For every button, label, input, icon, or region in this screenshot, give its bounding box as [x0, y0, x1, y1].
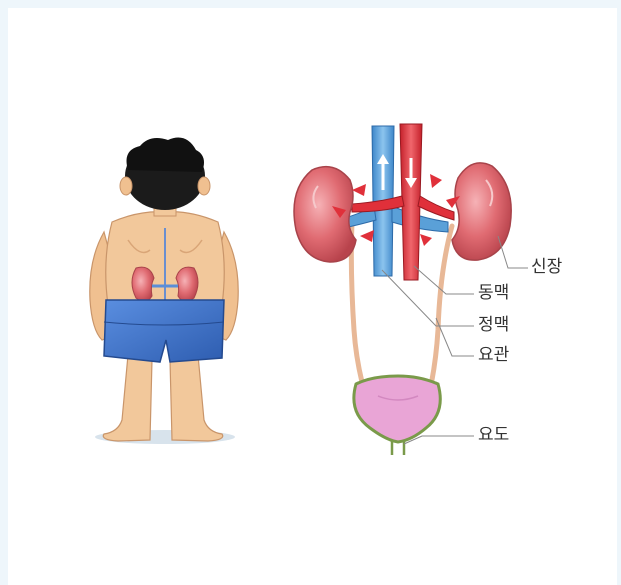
- label-vein: 정맥: [478, 317, 509, 334]
- right-ureter: [430, 226, 452, 390]
- label-kidney: 신장: [531, 259, 562, 276]
- label-ureter: 요관: [478, 347, 509, 364]
- label-artery: 동맥: [478, 285, 509, 302]
- right-kidney: [452, 163, 511, 260]
- back-right-kidney: [176, 267, 198, 301]
- bladder: [354, 376, 440, 442]
- left-kidney: [294, 167, 356, 262]
- right-leg: [170, 355, 223, 441]
- label-urethra: 요도: [478, 427, 509, 444]
- back-left-kidney: [132, 267, 154, 301]
- blue-shorts: [104, 300, 224, 362]
- boy-back-view: [90, 138, 238, 444]
- left-ear: [120, 177, 132, 195]
- right-ear: [198, 177, 210, 195]
- left-leg: [103, 355, 152, 441]
